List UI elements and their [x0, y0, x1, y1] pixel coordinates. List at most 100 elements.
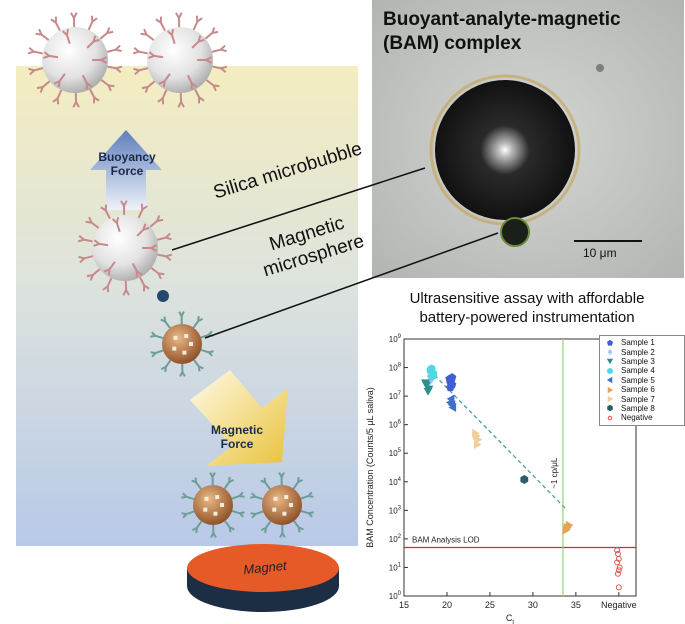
antibody-stem [99, 242, 109, 247]
antibody-arm [36, 85, 44, 90]
data-point [424, 385, 434, 394]
data-point [614, 559, 621, 566]
antibody-stem [33, 50, 43, 55]
bead-antibody-arm [151, 331, 156, 337]
antibody-stem [89, 88, 96, 98]
bead-speckle [189, 342, 193, 346]
antibody-arm [106, 30, 114, 35]
antibody-stem [99, 32, 108, 40]
series-sample-4 [426, 364, 438, 381]
y-tick-label: 101 [389, 562, 402, 572]
antibody-arm [38, 28, 43, 36]
magnet-top [187, 544, 339, 592]
antibody-arm [93, 38, 100, 43]
data-point [615, 567, 622, 574]
bead-antibody [186, 510, 195, 515]
bead-antibody [231, 495, 240, 500]
series-sample-8 [520, 475, 529, 485]
antibody-arm [198, 38, 205, 43]
antibody-arm [86, 273, 94, 278]
chart-title: Ultrasensitive assay with affordable bat… [409, 290, 645, 326]
x-axis-label: Ct [506, 613, 515, 624]
bead-body [193, 485, 233, 525]
legend-marker [607, 367, 613, 375]
bead-antibody [192, 320, 199, 329]
antibody-stem [194, 88, 201, 98]
legend-marker [606, 359, 614, 365]
antibody-arm [115, 67, 122, 73]
legend-label: Sample 8 [621, 403, 655, 413]
x-tick-label: 35 [571, 600, 581, 610]
series-sample-7 [472, 428, 483, 450]
bead-speckle [182, 350, 187, 355]
antibody-stem [149, 220, 158, 228]
bead-speckle [289, 503, 293, 507]
antibody-arm [73, 12, 78, 19]
bead-antibody-arm [279, 532, 284, 538]
antibody-arm [65, 29, 70, 36]
bead-speckle [220, 503, 224, 507]
antibody-arm [157, 97, 164, 103]
legend-item: Sample 2 [603, 347, 681, 357]
antibody-stem [163, 73, 171, 82]
bead-speckle [172, 346, 177, 351]
magnetic-bead [181, 472, 245, 538]
data-point [607, 386, 614, 393]
legend-item: Sample 6 [603, 385, 681, 394]
data-point [616, 564, 623, 571]
data-point [447, 372, 457, 382]
bead-speckle [173, 335, 178, 340]
magnetic-bead [250, 472, 314, 538]
bead-antibody [193, 359, 200, 368]
antibody-stem [139, 276, 146, 286]
bead-speckle [213, 511, 218, 516]
magnetic-force-label: Magnetic Force [210, 423, 263, 451]
antibody-arm [72, 101, 77, 108]
data-point [614, 547, 621, 554]
bead-antibody [195, 481, 202, 490]
bead-antibody [300, 509, 310, 515]
antibody-arm [115, 217, 120, 224]
antibody-arm [43, 51, 50, 57]
bead-antibody [154, 334, 164, 340]
antibody-arm [165, 236, 172, 241]
bead-antibody-arm [228, 479, 235, 484]
antibody-stem [42, 80, 51, 88]
antibody-arm [88, 216, 93, 224]
antibody-stem [87, 21, 94, 31]
antibody-stem [49, 54, 59, 59]
bead-antibody-arm [250, 512, 256, 516]
antibody-arm [107, 84, 112, 92]
antibody-arm [158, 80, 166, 85]
bead-speckle [273, 496, 278, 501]
bead-antibody [164, 320, 171, 329]
bead-body [162, 324, 202, 364]
y-axis-label: BAM Concentration (Counts/5 μL saliva) [365, 387, 375, 547]
bead-antibody-arm [197, 318, 204, 323]
antibody-arm [133, 67, 140, 72]
bead-antibody-arm [211, 472, 216, 478]
antibody-stem [157, 253, 167, 258]
antibody-stem [137, 209, 144, 219]
antibody-stem [205, 79, 215, 87]
data-point [607, 405, 613, 412]
series-sample-3 [420, 379, 434, 396]
bead-antibody-arm [297, 479, 304, 484]
legend-label: Sample 5 [621, 375, 655, 385]
magnetic-callout-line [204, 232, 499, 339]
series-negative [614, 547, 623, 591]
data-point [607, 395, 614, 403]
antibody-arm [177, 101, 182, 108]
antibody-arm [91, 17, 98, 23]
antibody-stem [159, 22, 166, 32]
bead-antibody [254, 495, 264, 501]
bead-antibody [165, 359, 172, 368]
data-point [420, 379, 430, 387]
data-point [606, 339, 614, 346]
y-tick-label: 105 [389, 448, 402, 458]
legend-marker [607, 415, 613, 421]
data-point [428, 371, 437, 381]
antibody-stem [212, 65, 222, 70]
antibody-arm [78, 255, 85, 260]
